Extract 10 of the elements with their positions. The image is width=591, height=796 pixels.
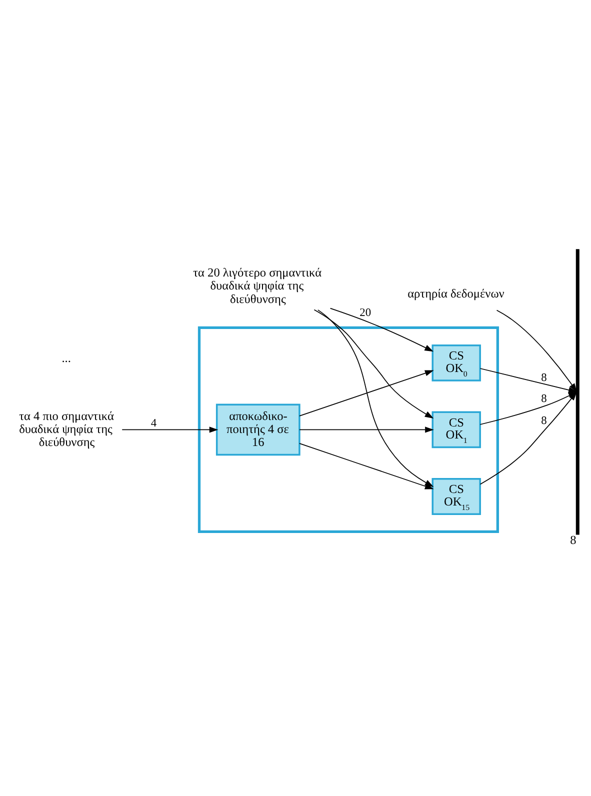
label: ... xyxy=(62,350,71,364)
node-text: αρτηρία δεδομένων xyxy=(408,286,504,300)
edge-label: 20 xyxy=(360,306,372,318)
edge-label: 4 xyxy=(150,417,157,430)
edge-label: 8 xyxy=(541,414,547,426)
node-label: 8 xyxy=(570,532,576,547)
node-text: τα 20 λιγότερο σημαντικά δυαδικά ψηφία της διεύθυνσης xyxy=(193,265,322,306)
edge-label: 8 xyxy=(541,371,547,384)
edge-label: 8 xyxy=(541,392,547,404)
node-text: τα 4 πιο σημαντικά δυαδικά ψηφία της διεύθυνσης xyxy=(19,408,114,449)
